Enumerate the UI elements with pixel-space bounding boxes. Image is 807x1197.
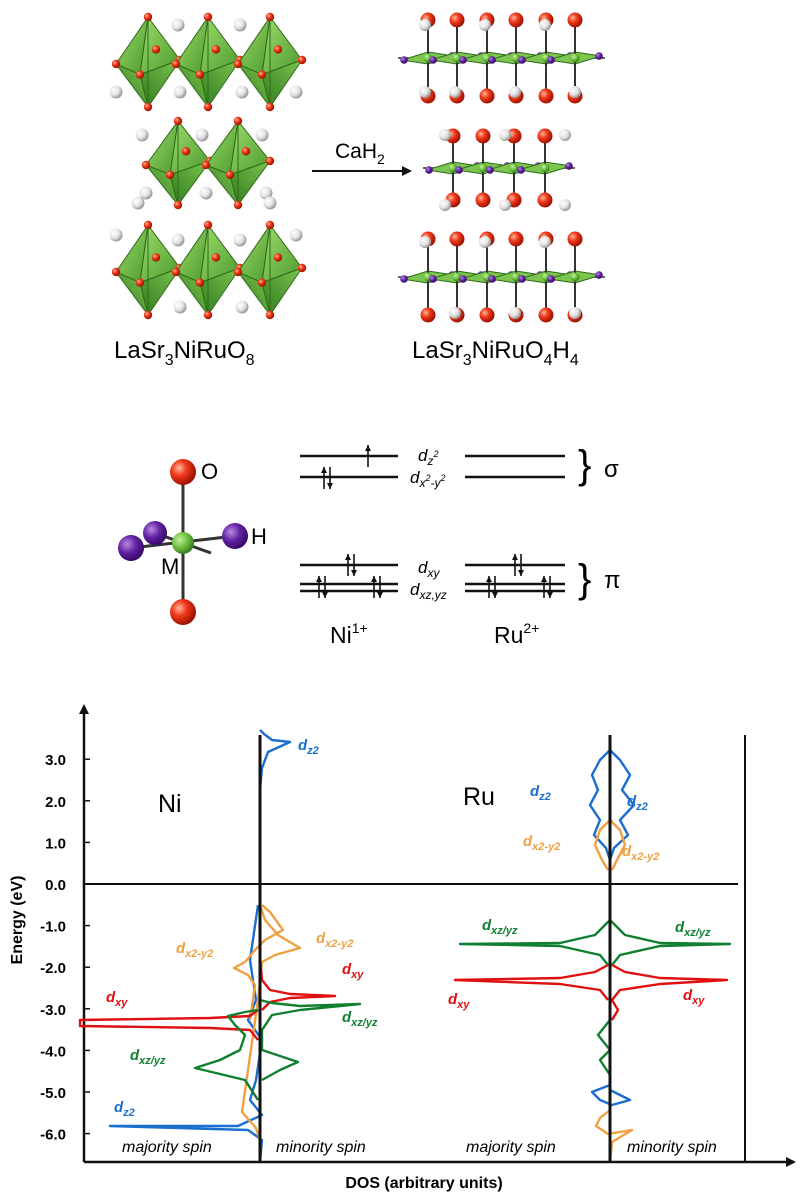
y-tick-label: 0.0: [45, 877, 66, 894]
oxygen-atom-bottom: [170, 599, 196, 625]
orbital-label-dxzyz: dxz,yz: [410, 580, 447, 602]
hydride-atom-left: [118, 535, 144, 561]
dos-label-ru-dz2-left: dz2: [530, 783, 551, 803]
dos-label-ni-dz2-bottom: dz2: [114, 1099, 135, 1119]
dos-label-ni-dxzyz-left: dxz/yz: [130, 1047, 166, 1067]
dos-label-ni-dx2y2-right: dx2-y2: [316, 930, 353, 950]
dos-label-ru-dx2y2-right: dx2-y2: [622, 843, 659, 863]
y-axis-label: Energy (eV): [9, 876, 26, 965]
ru-dxzyz-left-curve: [458, 919, 611, 966]
ni-dx2y2-left-curve: [232, 904, 285, 1021]
sigma-brace: }: [578, 443, 591, 487]
lasr3niruo8-structure: [109, 12, 307, 320]
ru-minority-spin-label: minority spin: [627, 1139, 717, 1156]
atom-label-h: H: [251, 524, 267, 549]
ni-oxidation-label: Ni1+: [330, 620, 368, 648]
pi-label: π: [604, 567, 621, 594]
ru-dz2-left-curve: [588, 749, 612, 861]
y-tick-label: -5.0: [40, 1085, 66, 1102]
ni-majority-spin-label: majority spin: [122, 1139, 212, 1156]
oxygen-atom-top: [170, 459, 196, 485]
dos-label-ni-dx2y2-left: dx2-y2: [176, 940, 213, 960]
dos-label-ni-dxzyz-right: dxz/yz: [342, 1009, 378, 1029]
ni-panel-title: Ni: [158, 790, 182, 818]
dos-label-ru-dxy-right: dxy: [683, 987, 705, 1007]
dos-label-ru-dx2y2-left: dx2-y2: [523, 833, 560, 853]
ni-dxzyz-right-curve: [259, 998, 362, 1082]
y-tick-label: -4.0: [40, 1043, 66, 1060]
hydride-atom-right: [222, 523, 248, 549]
y-tick-label: 3.0: [45, 752, 66, 769]
atom-label-m: M: [161, 554, 179, 579]
orbital-energy-levels: [300, 454, 565, 593]
pi-brace: }: [578, 557, 591, 601]
y-tick-labels: 3.0 2.0 1.0 0.0 -1.0 -2.0 -3.0 -4.0 -5.0 -6.0: [40, 752, 90, 1144]
sigma-label: σ: [604, 456, 619, 483]
ru-dxy-left-curve: [453, 963, 609, 1001]
ru-majority-spin-label: majority spin: [466, 1139, 556, 1156]
ru-dx2y2-right-curve: [609, 819, 627, 871]
dos-label-ru-dz2-right: dz2: [627, 793, 648, 813]
ru-dz2-right-curve: [608, 749, 636, 861]
coordination-diagram: [118, 459, 248, 625]
x-axis-label: DOS (arbitrary units): [345, 1175, 502, 1192]
orbital-label-dz2: dz2: [418, 446, 438, 468]
ru-dx2y2-left-curve: [593, 819, 611, 871]
ni-dz2-bottom-curve: [108, 904, 264, 1163]
dos-label-ni-dxy-right: dxy: [342, 961, 364, 981]
dos-label-ru-dxy-left: dxy: [448, 991, 470, 1011]
electron-spin-arrows: [316, 445, 553, 598]
y-tick-label: -2.0: [40, 960, 66, 977]
dos-label-ni-dz2-top: dz2: [298, 737, 319, 757]
dos-label-ni-dxy-left: dxy: [106, 989, 128, 1009]
ru-oxidation-label: Ru2+: [494, 620, 539, 648]
dos-curves: [78, 729, 732, 1163]
ru-dx2y2-low-curve: [594, 1109, 634, 1163]
orbital-label-dxy: dxy: [418, 558, 440, 580]
ni-minority-spin-label: minority spin: [276, 1139, 366, 1156]
lasr3niruo4h4-structure: [398, 12, 605, 323]
y-tick-label: 2.0: [45, 794, 66, 811]
y-tick-label: -3.0: [40, 1002, 66, 1019]
dos-label-ru-dxzyz-left: dxz/yz: [482, 917, 518, 937]
ru-dxzyz-low-curve: [596, 1019, 612, 1076]
y-tick-label: -6.0: [40, 1127, 66, 1144]
y-tick-label: 1.0: [45, 835, 66, 852]
dos-label-ru-dxzyz-right: dxz/yz: [675, 919, 711, 939]
dos-orbital-labels: dz2 dx2-y2 dx2-y2 dxy dxy dxz/yz dxz/yz dz2 dz2 d…: [106, 737, 711, 1119]
ni-dxy-left-curve: [78, 1009, 259, 1041]
orbital-label-dx2y2: dx2-y2: [410, 468, 446, 490]
ni-dx2y2-curve: [240, 904, 302, 1141]
ni-dxy-right-curve: [258, 957, 337, 1011]
dos-axes: [79, 704, 796, 1167]
hydride-atom-back-left: [143, 521, 167, 545]
y-tick-label: -1.0: [40, 919, 66, 936]
ru-dxy-right-curve: [610, 963, 729, 1021]
right-formula: LaSr3NiRuO4H4: [412, 337, 579, 369]
ru-panel-title: Ru: [463, 783, 495, 811]
ru-dz2-low-curve: [590, 1083, 632, 1107]
ni-dz2-curve: [258, 729, 292, 791]
atom-label-o: O: [201, 459, 218, 484]
left-formula: LaSr3NiRuO8: [114, 337, 255, 369]
ru-dxzyz-right-curve: [609, 919, 732, 966]
ni-dxzyz-left-curve: [193, 1008, 260, 1101]
metal-atom: [172, 532, 194, 554]
arrow-label: CaH2: [335, 140, 385, 167]
